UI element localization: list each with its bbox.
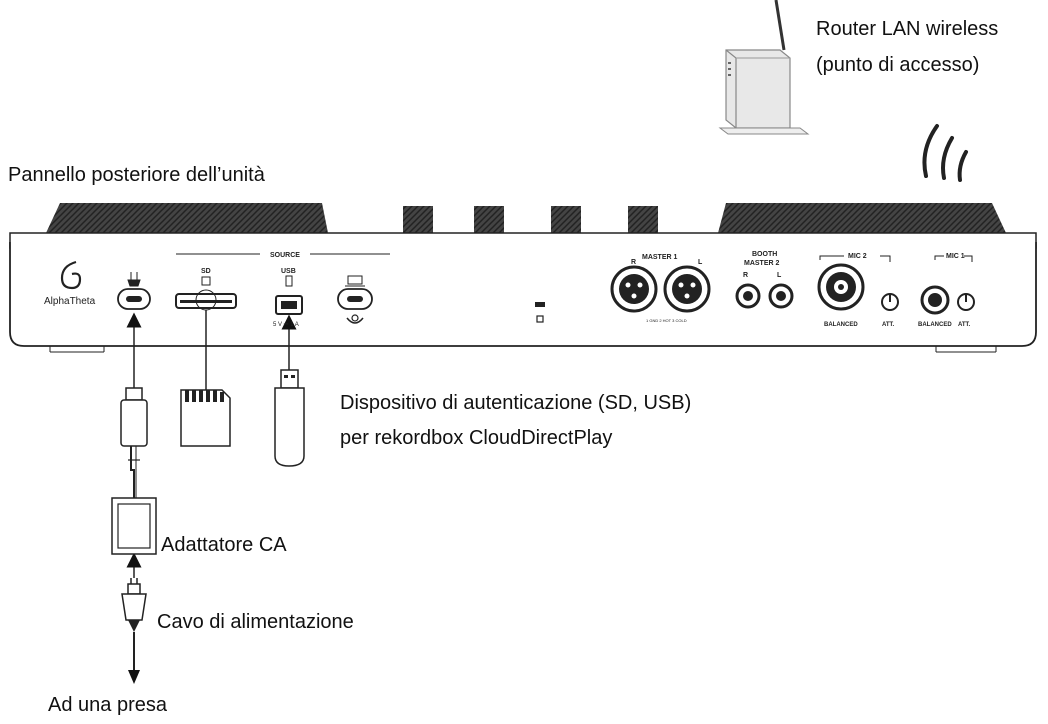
master1-r-label: R: [631, 259, 636, 266]
ac-adapter: [111, 497, 157, 555]
master1-l-label: L: [698, 259, 703, 266]
master1-xlr-connectors: [610, 265, 711, 313]
sd-label: SD: [201, 268, 211, 275]
mic2-att-label: ATT.: [882, 322, 895, 328]
usb-label: USB: [281, 268, 296, 275]
auth-device-label-line1: Dispositivo di autenticazione (SD, USB): [340, 392, 692, 414]
mic1-att-knob: [957, 293, 975, 311]
master2-l-label: L: [777, 272, 782, 279]
mic2-label: MIC 2: [848, 253, 867, 260]
mic1-att-label: ATT.: [958, 322, 971, 328]
outlet-label: Ad una presa: [48, 694, 167, 716]
auth-device-label-line2: per rekordbox CloudDirectPlay: [340, 427, 613, 449]
usb-rating-label: 5 V ⎓ 1 A: [273, 322, 299, 328]
mic1-label: MIC 1: [946, 253, 965, 260]
mic1-jack: [920, 255, 973, 315]
router-illustration: [718, 0, 810, 135]
security-slot: [535, 302, 545, 323]
rear-panel-label: Pannello posteriore dell’unità: [8, 164, 265, 186]
sd-slot: [175, 276, 237, 311]
master2-r-label: R: [743, 272, 748, 279]
router-label-line2: (punto di accesso): [816, 54, 980, 76]
connection-arrows: [126, 310, 297, 578]
computer-port: [337, 275, 373, 324]
source-label: SOURCE: [270, 252, 300, 259]
mic1-balanced-label: BALANCED: [918, 322, 952, 328]
mic2-combo-jack: [817, 255, 891, 311]
top-controls: [46, 203, 1006, 233]
booth-label: BOOTH: [752, 251, 777, 258]
power-port: [117, 272, 151, 310]
rear-panel: [9, 232, 1037, 353]
usb-c-power-plug: [120, 387, 148, 498]
wifi-waves-icon: [922, 124, 968, 182]
master1-label: MASTER 1: [642, 254, 678, 261]
ac-adapter-label: Adattatore CA: [161, 534, 287, 556]
master2-label: MASTER 2: [744, 260, 780, 267]
brand-label: AlphaTheta: [44, 296, 96, 307]
router-label-line1: Router LAN wireless: [816, 18, 999, 40]
booth-jacks: [735, 283, 794, 309]
alphatheta-logo: [60, 260, 82, 290]
usb-port: [275, 275, 303, 315]
power-cord: [121, 578, 147, 684]
mic2-balanced-label: BALANCED: [824, 322, 858, 328]
panel-labels: AlphaTheta SOURCE SD USB 5 V ⎓ 1 A MASTE…: [44, 251, 971, 328]
power-cable-label: Cavo di alimentazione: [157, 611, 354, 633]
sd-card: [180, 389, 231, 447]
usb-stick: [274, 369, 305, 467]
mic2-att-knob: [881, 293, 899, 311]
xlr-pins-label: 1 GND 2 HOT 3 COLD: [646, 318, 687, 323]
